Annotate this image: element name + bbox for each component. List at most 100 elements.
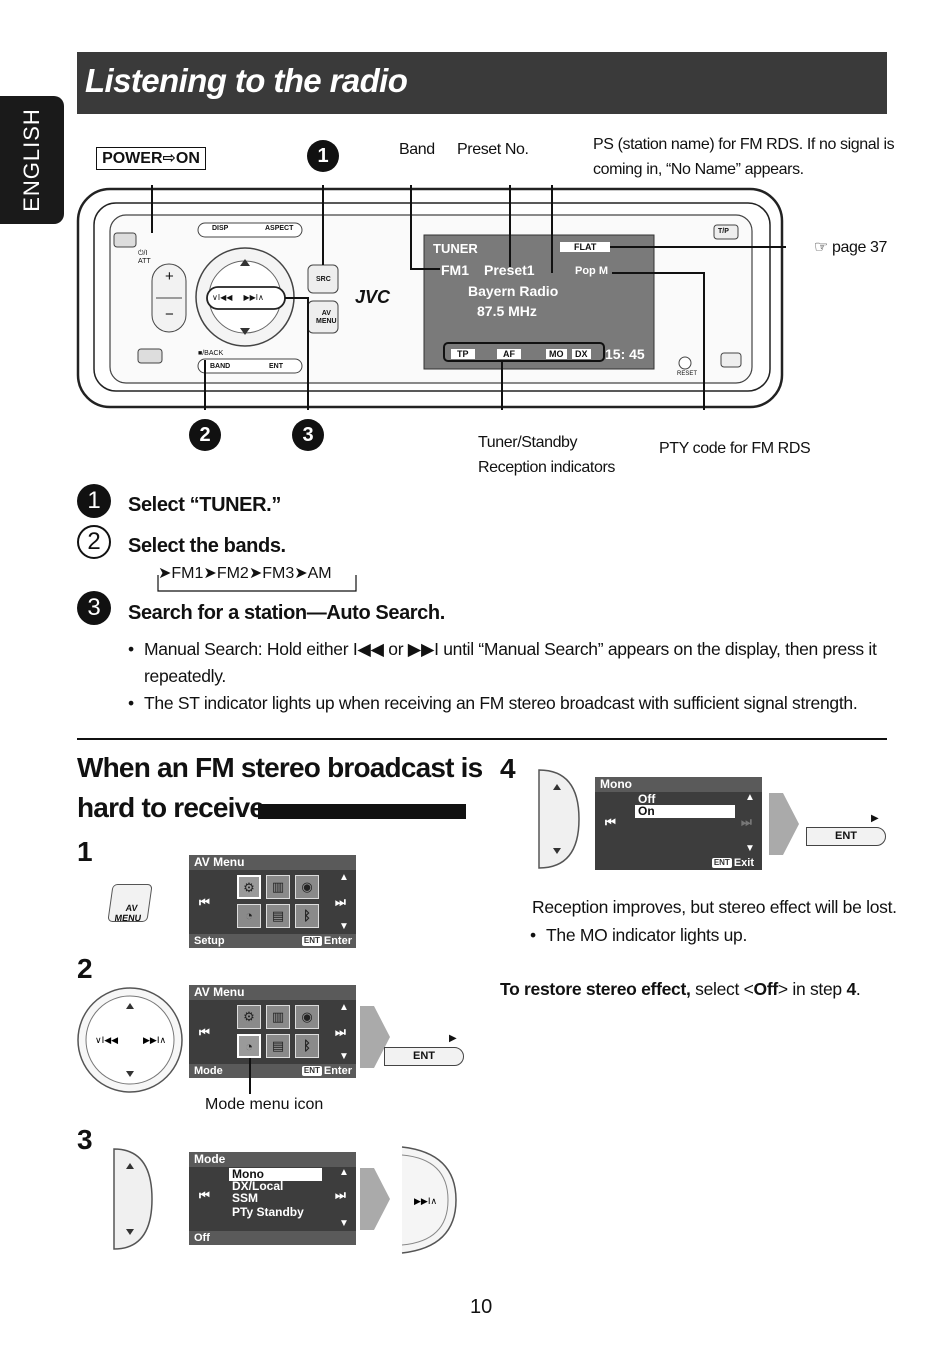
mode-icon-pointer (249, 1058, 251, 1094)
display-clock: 15: 45 (605, 346, 645, 362)
next-icon: ⏭ (335, 895, 346, 909)
svg-text:▶▶I∧: ▶▶I∧ (143, 1036, 166, 1046)
display-station: Bayern Radio (468, 283, 559, 299)
display-band: FM1 (441, 262, 469, 278)
reset-label: RESET (677, 371, 698, 377)
callout-ps-line2: coming in, “No Name” appears. (593, 161, 804, 178)
step-1-number: 1 (77, 484, 111, 518)
indicator-dx: DX (572, 349, 591, 359)
bluetooth-icon: ᛒ (295, 1034, 319, 1058)
restore-note: To restore stereo effect, select <Off> i… (500, 979, 861, 999)
language-tab: ENGLISH (0, 96, 64, 224)
tp-button[interactable]: T/P (718, 228, 729, 235)
equalizer-icon: ▥ (266, 1005, 290, 1029)
sound-icon: ◉ (295, 1005, 319, 1029)
step-3-number: 3 (77, 591, 111, 625)
up-arrow-icon: ▲ (339, 1002, 349, 1013)
prev-next-keys[interactable]: ∨I◀◀ ▶▶I∧ (212, 293, 264, 302)
section-heading-line2: hard to receive (77, 792, 265, 823)
list-icon: ▤ (266, 904, 290, 928)
ent-key-step4[interactable]: ENT (806, 827, 886, 846)
prev-icon: ⏮ (199, 895, 210, 909)
svg-text:∨I◀◀: ∨I◀◀ (95, 1036, 118, 1046)
mode-item-pty-standby[interactable]: PTy Standby (232, 1205, 304, 1219)
scroll-knob-right[interactable]: ▶▶I∧ (400, 1145, 458, 1255)
mono-option-on[interactable]: On (635, 805, 735, 818)
next-icon-dim: ⏭ (741, 815, 752, 829)
up-arrow-icon: ▲ (339, 1167, 349, 1178)
mono-option-off[interactable]: Off (638, 792, 656, 806)
down-arrow-icon: ▼ (745, 843, 755, 854)
volume-plus[interactable]: + (165, 268, 174, 285)
scroll-knob-left[interactable] (108, 1145, 156, 1253)
indicator-mo: MO (546, 349, 567, 359)
up-arrow-icon: ▲ (745, 792, 755, 803)
callout-tuner-line1: Tuner/Standby (478, 434, 578, 451)
mode-item-mono[interactable]: Mono (229, 1168, 322, 1181)
power-label: POWER⇨ON (96, 147, 206, 170)
up-arrow-icon: ▲ (339, 872, 349, 883)
prev-icon: ⏮ (605, 815, 616, 829)
step-3-text: Search for a station—Auto Search. (128, 602, 445, 624)
result-bullet: The MO indicator lights up. (530, 922, 747, 949)
equalizer-icon: ▥ (266, 875, 290, 899)
prev-icon: ⏮ (199, 1025, 210, 1039)
screen4-header: Mono (595, 777, 762, 792)
disp-button[interactable]: DISP (212, 225, 229, 232)
down-arrow-icon: ▼ (339, 1051, 349, 1062)
bullet-manual-search: Manual Search: Hold either I◀◀ or ▶▶I un… (128, 636, 877, 663)
indicator-af: AF (497, 349, 521, 359)
setup-icon: ⚙ (237, 875, 261, 899)
list-icon: ▤ (266, 1034, 290, 1058)
arrow-right-icon (769, 793, 799, 855)
ent-play-icon: ▶ (449, 1033, 457, 1044)
step-2-number: 2 (77, 525, 111, 559)
ent-key[interactable]: ENT (384, 1047, 464, 1066)
callout-tuner-line2: Reception indicators (478, 459, 615, 476)
mode-icon: ◔ (237, 904, 261, 928)
back-label: ■/BACK (198, 350, 224, 357)
display-frequency: 87.5 MHz (477, 303, 537, 319)
prev-icon: ⏮ (199, 1188, 210, 1202)
screen3-header: Mode (189, 1152, 356, 1167)
title-bar: Listening to the radio (77, 52, 887, 114)
av-menu-key[interactable]: AV MENU (107, 884, 153, 923)
setup-icon: ⚙ (237, 1005, 261, 1029)
step-1-text: Select “TUNER.” (128, 494, 281, 516)
ent-play-icon: ▶ (871, 813, 879, 824)
aspect-button[interactable]: ASPECT (265, 225, 294, 232)
bullet-st-indicator: The ST indicator lights up when receivin… (128, 690, 858, 717)
bullet-manual-search-cont: repeatedly. (144, 666, 226, 686)
down-arrow-icon: ▼ (339, 1218, 349, 1229)
screen-mode-menu: Mode Mono DX/Local SSM PTy Standby ⏮ ▲ ⏭… (189, 1152, 356, 1245)
substep-4: 4 (500, 753, 516, 784)
mode-item-ssm[interactable]: SSM (232, 1191, 259, 1205)
marker-2: 2 (189, 419, 221, 451)
arrow-right-icon (360, 1006, 390, 1068)
page-number: 10 (470, 1296, 493, 1318)
volume-minus[interactable]: − (165, 306, 174, 323)
band-button[interactable]: BAND (210, 363, 231, 370)
marker-1: 1 (307, 140, 339, 172)
screen1-header: AV Menu (189, 855, 356, 870)
indicator-tp: TP (451, 349, 475, 359)
section-divider (77, 738, 887, 740)
ent-button[interactable]: ENT (269, 363, 283, 370)
scroll-knob-step4[interactable] (533, 766, 583, 872)
down-arrow-icon: ▼ (339, 921, 349, 932)
substep-2: 2 (77, 953, 93, 984)
callout-ps-line1: PS (station name) for FM RDS. If no sign… (593, 136, 895, 153)
control-pad[interactable]: ∨I◀◀ ▶▶I∧ (75, 985, 185, 1095)
band-cycle-bracket (157, 575, 357, 592)
src-button[interactable]: SRC (316, 276, 331, 283)
bluetooth-icon: ᛒ (295, 904, 319, 928)
av-menu-button[interactable]: AV MENU (316, 310, 337, 325)
heading-bar (258, 804, 466, 819)
sound-icon: ◉ (295, 875, 319, 899)
mode-item-dxlocal[interactable]: DX/Local (232, 1179, 284, 1193)
